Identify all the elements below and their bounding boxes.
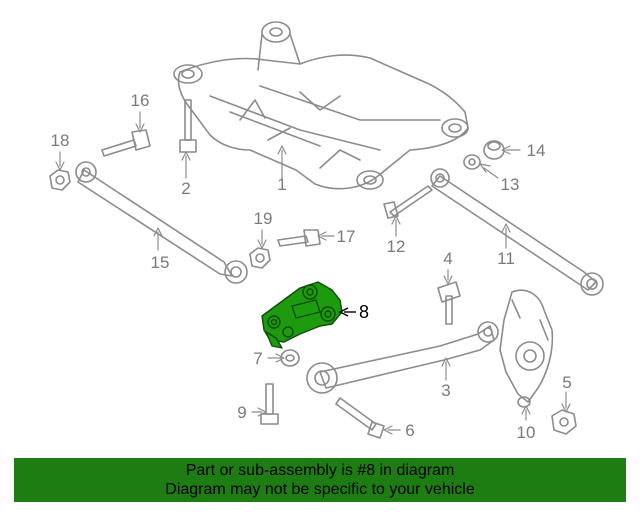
knuckle-10: [499, 289, 554, 408]
bolt-16: [101, 129, 151, 157]
callout-10: 10: [517, 423, 536, 442]
callout-19: 19: [254, 209, 273, 228]
control-arm-3: [306, 321, 499, 394]
nut-18: [49, 169, 71, 191]
leader-line-8: [338, 307, 356, 317]
lateral-link-15: [75, 161, 248, 284]
link-11: [430, 168, 604, 296]
bolt-9: [260, 383, 279, 425]
nut-19: [249, 247, 271, 269]
bolt-12: [383, 185, 433, 219]
parts-diagram: 1 2 3 4 5 6 7 8 9 10 11 12 13 14 15 16 1…: [49, 21, 604, 442]
leader-lines: [55, 111, 571, 435]
callout-11: 11: [497, 249, 515, 268]
washer-7: [280, 349, 300, 367]
bolt-4: [437, 281, 461, 325]
callout-15: 15: [151, 253, 170, 272]
callout-1: 1: [277, 175, 286, 194]
callout-3: 3: [441, 381, 450, 400]
bolt-6: [335, 397, 385, 439]
washer-13: [463, 154, 481, 170]
callout-8: 8: [359, 302, 369, 322]
bushing-14: [483, 140, 505, 160]
callout-17: 17: [337, 227, 356, 246]
callout-18: 18: [51, 131, 70, 150]
callout-13: 13: [501, 175, 520, 194]
callout-12: 12: [387, 237, 406, 256]
bolt-2: [179, 99, 197, 153]
callout-9: 9: [237, 403, 246, 422]
callout-5: 5: [562, 373, 571, 392]
bracket-8-highlighted: [261, 281, 343, 349]
banner-line-1: Part or sub-assembly is #8 in diagram: [185, 462, 455, 479]
bolt-17: [277, 229, 321, 247]
rear-subframe: [173, 21, 469, 190]
callout-6: 6: [405, 421, 414, 440]
callout-14: 14: [527, 141, 546, 160]
banner-line-2: Diagram may not be specific to your vehi…: [165, 481, 475, 498]
info-banner: Part or sub-assembly is #8 in diagram Di…: [14, 458, 626, 502]
callout-7: 7: [253, 349, 262, 368]
nut-5: [551, 409, 577, 435]
callout-4: 4: [443, 249, 452, 268]
callout-16: 16: [131, 91, 150, 110]
callout-2: 2: [181, 179, 190, 198]
